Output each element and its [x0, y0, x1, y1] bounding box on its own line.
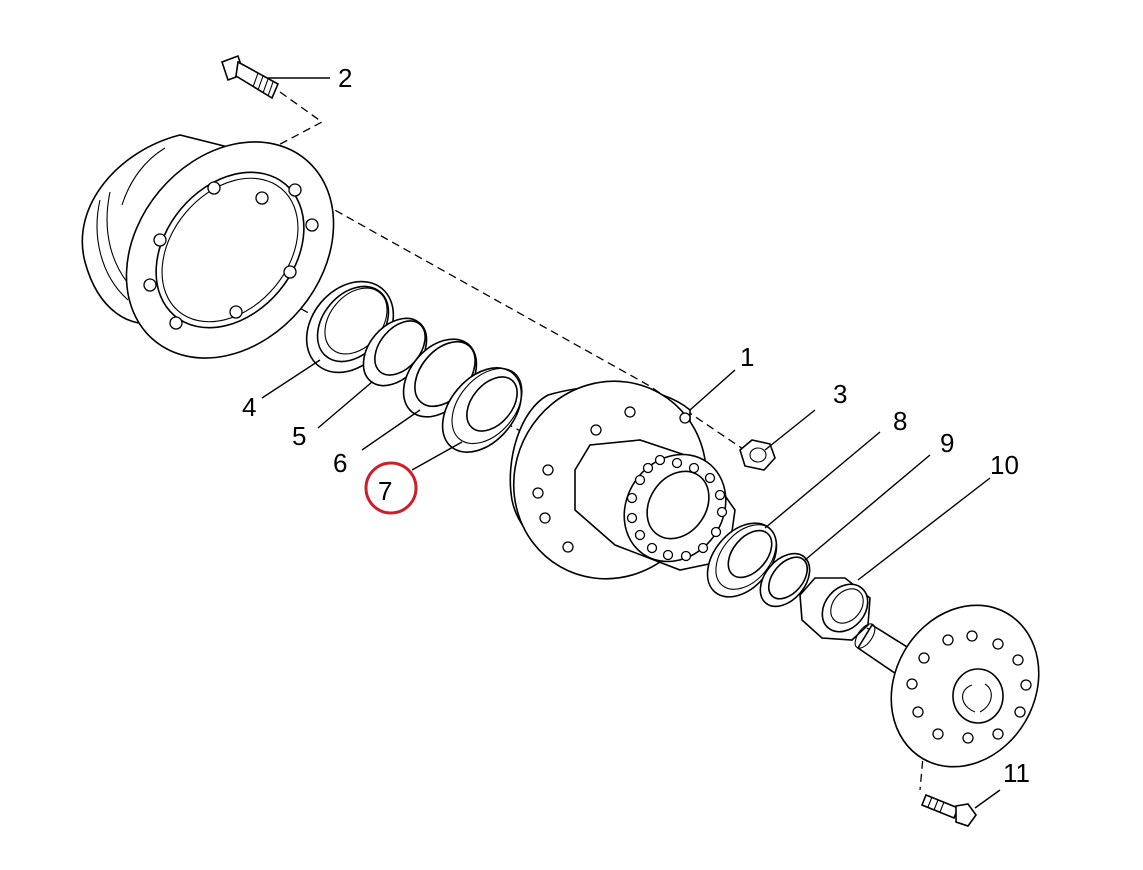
part-8-outer-bearing: [706, 522, 778, 598]
part-1-wheel-hub: [509, 380, 736, 580]
callout-7: 7: [378, 476, 392, 506]
callout-8: 8: [893, 406, 907, 436]
callout-3: 3: [833, 379, 847, 409]
callout-4: 4: [242, 392, 256, 422]
leader-lines: [261, 77, 1001, 809]
part-7-inner-bearing: [441, 367, 523, 453]
callout-11: 11: [1003, 758, 1030, 788]
part-11-cap-screw: [920, 793, 977, 827]
callout-6: 6: [333, 448, 347, 478]
hub-cap-flange: [890, 604, 1040, 768]
part-3-wheel-nut: [739, 439, 776, 471]
part-9-lock-washer: [759, 552, 811, 608]
callout-10: 10: [990, 450, 1019, 480]
part-10-axle-nut: [799, 577, 871, 641]
brake-drum: [81, 134, 335, 359]
part-2-wheel-stud: [220, 54, 280, 100]
callout-5: 5: [292, 421, 306, 451]
callout-9: 9: [940, 428, 954, 458]
callout-1: 1: [740, 342, 754, 372]
callout-labels: 2 1 3 4 5 6 7 8 9 10 11: [242, 63, 1030, 788]
callout-7-highlight-circle: [364, 461, 418, 515]
callout-2: 2: [338, 63, 352, 93]
